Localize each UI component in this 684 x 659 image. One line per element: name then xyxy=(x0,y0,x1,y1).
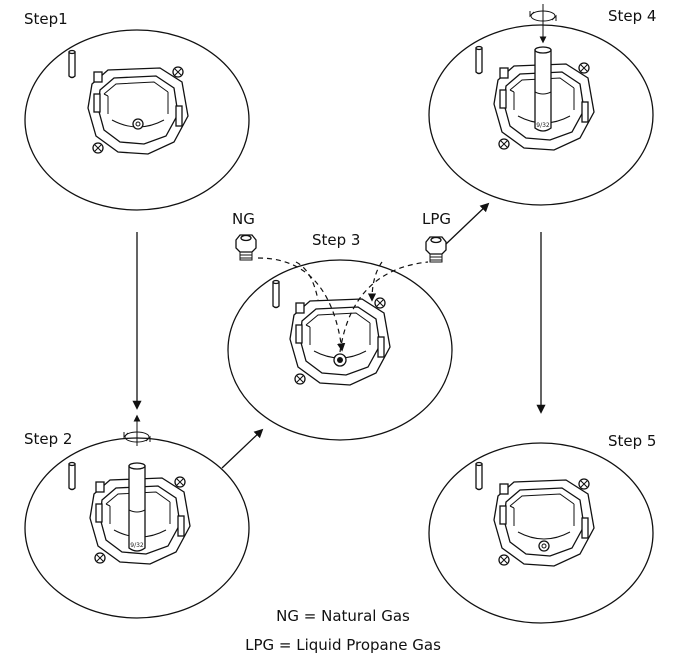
step3-panel: Step 3 NG LPG xyxy=(227,210,453,441)
step4-panel: 9/32 Step 4 xyxy=(428,4,656,206)
step5-base xyxy=(428,442,654,624)
legend-lpg: LPG = Liquid Propane Gas xyxy=(245,636,441,654)
lpg-label: LPG xyxy=(422,210,451,228)
legend-ng: NG = Natural Gas xyxy=(276,607,410,625)
ng-label: NG xyxy=(232,210,255,228)
step5-label: Step 5 xyxy=(608,432,656,450)
lpg-install-path xyxy=(339,261,429,353)
step1-electrode xyxy=(68,49,76,79)
step5-panel: Step 5 xyxy=(428,432,656,624)
step3-label: Step 3 xyxy=(312,231,360,249)
step3-burner xyxy=(289,297,391,386)
step2-electrode xyxy=(68,461,76,491)
step5-electrode xyxy=(475,461,483,491)
lpg-dashed-line xyxy=(367,261,383,302)
step2-label: Step 2 xyxy=(24,430,72,448)
step1-orifice xyxy=(132,118,144,130)
step2-panel: 9/32 Step 2 xyxy=(24,414,250,619)
step4-label: Step 4 xyxy=(608,7,656,25)
step4-tool-size: 9/32 xyxy=(536,122,550,129)
step5-burner xyxy=(493,478,595,567)
ng-removal-path xyxy=(257,257,346,352)
step1-base xyxy=(24,29,250,211)
arrow-step3-to-step4 xyxy=(445,202,490,245)
step4-base xyxy=(428,24,654,206)
step1-burner xyxy=(87,66,189,155)
arrow-step2-to-step3 xyxy=(221,428,264,469)
step5-orifice xyxy=(538,540,550,552)
step2-rotate-icon xyxy=(123,414,151,446)
step3-electrode xyxy=(272,279,280,309)
step3-base xyxy=(227,259,453,441)
lpg-nozzle xyxy=(425,236,447,263)
step4-rotate-icon xyxy=(529,4,557,44)
step1-label: Step1 xyxy=(24,10,68,28)
step2-socket-tool: 9/32 xyxy=(128,462,146,552)
step2-tool-size: 9/32 xyxy=(130,542,144,549)
ng-dashed-line xyxy=(295,261,319,301)
step1-panel: Step1 xyxy=(24,10,250,211)
ng-nozzle xyxy=(235,234,257,261)
step4-socket-tool: 9/32 xyxy=(534,46,552,132)
step4-electrode xyxy=(475,45,483,75)
